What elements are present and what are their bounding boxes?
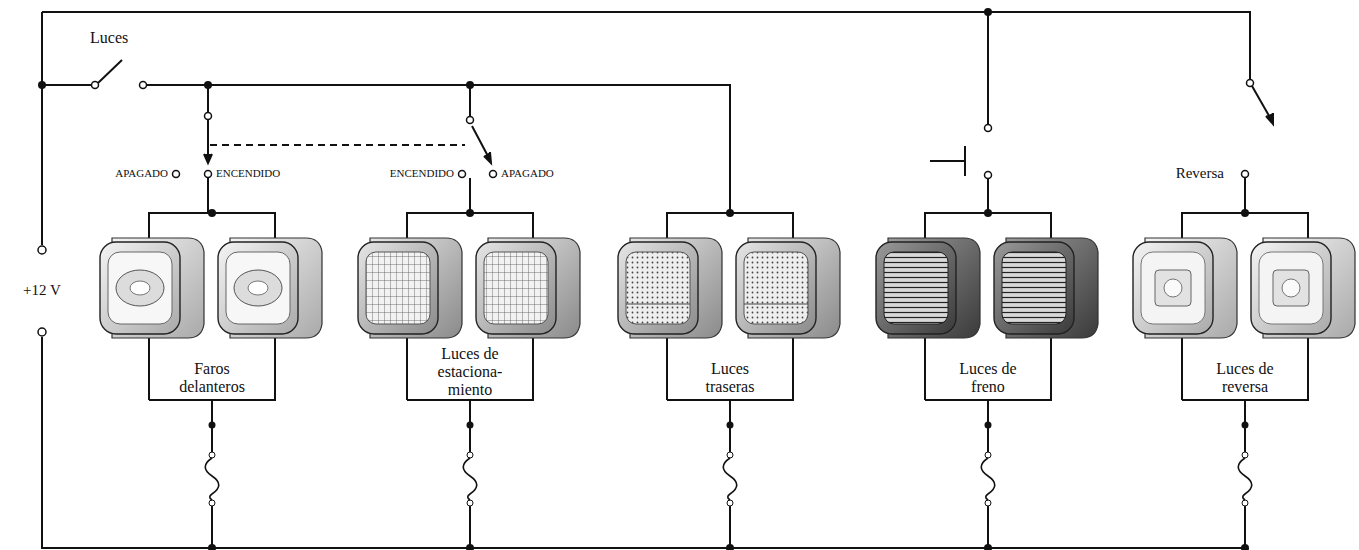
switch-label: Luces <box>88 29 130 47</box>
lamp-pair <box>100 209 322 550</box>
fuse-symbol <box>463 458 477 500</box>
switch-label: APAGADO <box>499 167 556 179</box>
group-name: Luces de reversa <box>1203 360 1287 396</box>
lamp-group-label: Luces traseras <box>685 358 775 398</box>
lamp-pair <box>358 209 580 550</box>
group-name: Luces de freno <box>949 360 1027 396</box>
switch-label: Reversa <box>1174 165 1226 182</box>
lamp-group-label: Faros delanteros <box>153 358 271 398</box>
lamp-pair <box>1133 209 1355 550</box>
terminals <box>38 80 1254 337</box>
lamp-group-label: Luces de freno <box>943 358 1033 398</box>
wires <box>42 12 1273 548</box>
voltage-label: +12 V <box>21 282 63 299</box>
fuse-symbol <box>205 458 219 500</box>
switch-label: APAGADO <box>113 167 170 179</box>
lamp-group-label: Luces de estaciona- miento <box>422 343 518 401</box>
lamp-group-label: Luces de reversa <box>1197 358 1293 398</box>
fuse-symbol <box>981 458 995 500</box>
group-name: Luces traseras <box>691 360 769 396</box>
junction-dots <box>38 8 992 89</box>
group-name: Luces de estaciona- miento <box>428 345 512 399</box>
lamp-pair <box>618 209 840 550</box>
switch-label: ENCENDIDO <box>388 167 456 179</box>
group-name: Faros delanteros <box>159 360 265 396</box>
lamp-pair <box>876 209 1098 550</box>
fuse-symbol <box>723 458 737 500</box>
lamp-groups <box>100 209 1355 550</box>
switch-label: ENCENDIDO <box>214 167 282 179</box>
fuse-symbol <box>1238 458 1252 500</box>
